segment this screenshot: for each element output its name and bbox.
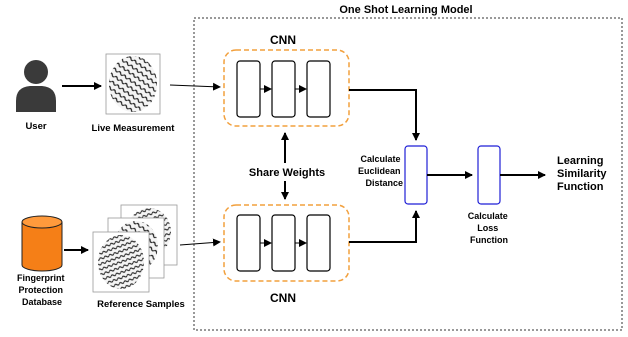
loss-function-label-line: Loss — [477, 223, 498, 233]
euclidean-distance-label-line: Calculate — [360, 154, 400, 164]
model-boundary — [193, 17, 623, 331]
cnn-top-layer — [236, 60, 261, 118]
euclidean-distance-label-line: Distance — [365, 178, 403, 188]
user-icon — [16, 60, 56, 112]
cnn-bottom-layer — [236, 214, 261, 272]
loss-function-label-line: Function — [470, 235, 508, 245]
live-to-cnn-arrow — [169, 82, 221, 91]
loss-function-block — [477, 145, 501, 205]
cnn-top-to-distance-arrow — [349, 89, 420, 141]
loss-function-label-line: Calculate — [468, 211, 508, 221]
reference-to-cnn-arrow — [179, 238, 221, 247]
model-title: One Shot Learning Model — [339, 4, 472, 16]
database-label: Fingerprint Protection Database — [17, 273, 67, 307]
reference-samples-label: Reference Samples — [97, 299, 185, 310]
share-weights-label: Share Weights — [249, 167, 325, 179]
output-label-line: Function — [557, 181, 604, 193]
database-label-line: Protection — [18, 285, 63, 295]
cnn-bottom-layer — [271, 214, 296, 272]
user-label: User — [25, 121, 46, 132]
cnn-top-block — [223, 49, 350, 127]
cnn-bottom-label: CNN — [270, 291, 296, 305]
cnn-top-layer — [306, 60, 331, 118]
reference-samples-images — [92, 204, 178, 293]
database-icon — [21, 215, 63, 272]
cnn-bottom-layer — [306, 214, 331, 272]
database-label-line: Database — [22, 297, 62, 307]
loss-function-label: Calculate Loss Function — [468, 211, 511, 245]
cnn-bottom-to-distance-arrow — [349, 210, 420, 243]
cnn-top-layer — [271, 60, 296, 118]
database-label-line: Fingerprint — [17, 273, 65, 283]
live-fingerprint-image — [105, 53, 161, 115]
euclidean-distance-block — [404, 145, 428, 205]
output-label-line: Learning — [557, 155, 603, 167]
euclidean-distance-label: Calculate Euclidean Distance — [358, 154, 403, 188]
output-label-line: Similarity — [557, 168, 607, 180]
learning-similarity-function-label: Learning Similarity Function — [557, 155, 610, 193]
euclidean-distance-label-line: Euclidean — [358, 166, 401, 176]
cnn-top-label: CNN — [270, 33, 296, 47]
live-measurement-label: Live Measurement — [92, 123, 176, 134]
